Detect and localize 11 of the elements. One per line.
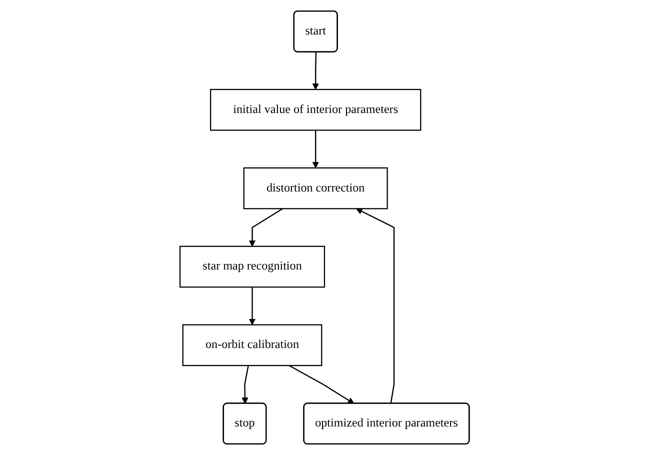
arrow — [312, 52, 320, 90]
node-box: star map recognition — [180, 246, 326, 288]
arrow — [289, 365, 355, 404]
arrow — [249, 208, 284, 247]
node-box: on-orbit calibration — [182, 324, 323, 366]
arrow — [242, 365, 250, 404]
arrow — [249, 287, 256, 326]
arrow — [312, 130, 320, 168]
node-box: distortion correction — [244, 167, 388, 210]
node-box: initial value of interior parameters — [210, 88, 422, 131]
arrow — [356, 208, 396, 404]
